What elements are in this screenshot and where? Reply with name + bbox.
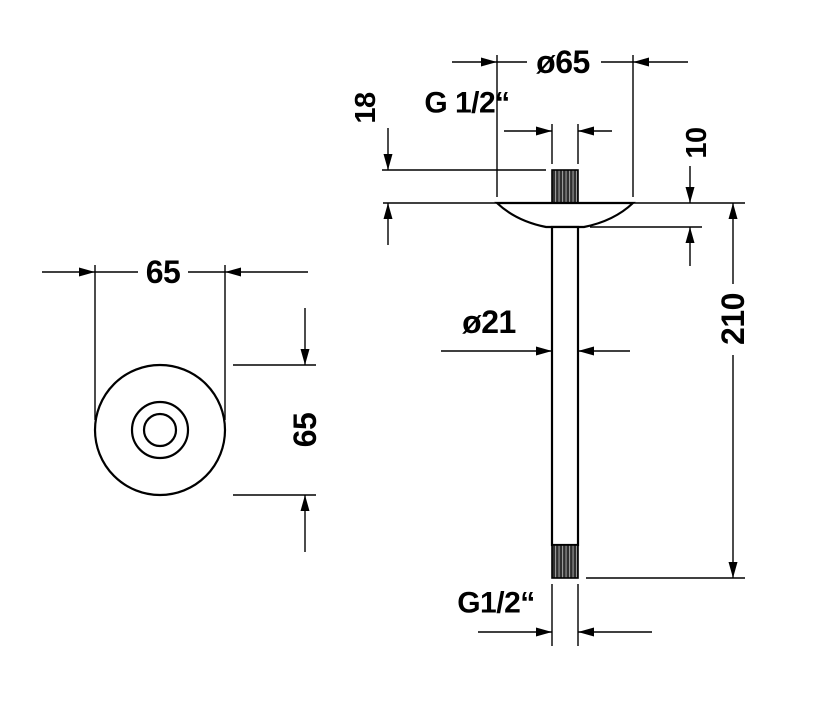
dim-label-flange-height: 10 (681, 127, 713, 158)
shower-arm-pipe (550, 225, 580, 547)
dim-thread-length: 18 (350, 92, 546, 245)
dim-front-width: 65 (42, 252, 308, 420)
arrowhead (685, 227, 695, 243)
arrowhead (536, 346, 552, 356)
dim-flange-diameter: ø65 (452, 44, 688, 197)
dim-label-bottom-thread: G1/2“ (457, 587, 535, 620)
arrowhead (685, 187, 695, 203)
arrowhead (383, 154, 393, 170)
bottom-thread (551, 544, 579, 579)
dim-label-top-thread: G 1/2“ (424, 87, 509, 120)
ceiling-flange (494, 201, 636, 229)
arrowhead (578, 126, 594, 136)
arrowhead (578, 627, 594, 637)
arrowhead (300, 349, 310, 365)
dim-arm-length: 210 (586, 203, 751, 579)
side-view: ø65 G 1/2“ 18 10 (350, 44, 751, 646)
pipe-hole-circle (142, 412, 178, 448)
dim-label-pipe-diameter: ø21 (462, 304, 516, 340)
arrowhead (481, 57, 497, 67)
dim-flange-height: 10 (590, 127, 713, 266)
front-view: 65 65 (42, 252, 323, 552)
dim-label-arm-length: 210 (715, 293, 751, 345)
dim-top-thread: G 1/2“ (424, 87, 612, 164)
arrowhead (383, 203, 393, 219)
arrowhead (79, 267, 95, 277)
arrowhead (225, 267, 241, 277)
dim-label-front-height: 65 (287, 413, 323, 448)
label-backing (138, 252, 188, 292)
dim-pipe-diameter: ø21 (441, 304, 630, 356)
arrowhead (578, 346, 594, 356)
arrowhead (633, 57, 649, 67)
arrowhead (300, 495, 310, 511)
dim-front-height: 65 (233, 308, 323, 552)
label-backing (527, 44, 601, 80)
arrowhead (728, 203, 738, 219)
arrowhead (536, 126, 552, 136)
arrowhead (728, 562, 738, 578)
arrowhead (536, 627, 552, 637)
dim-label-front-width: 65 (146, 254, 181, 290)
top-thread (551, 169, 579, 204)
dim-label-thread-length: 18 (350, 92, 382, 124)
dim-bottom-thread: G1/2“ (457, 584, 652, 646)
dim-label-flange-diameter: ø65 (536, 44, 590, 80)
